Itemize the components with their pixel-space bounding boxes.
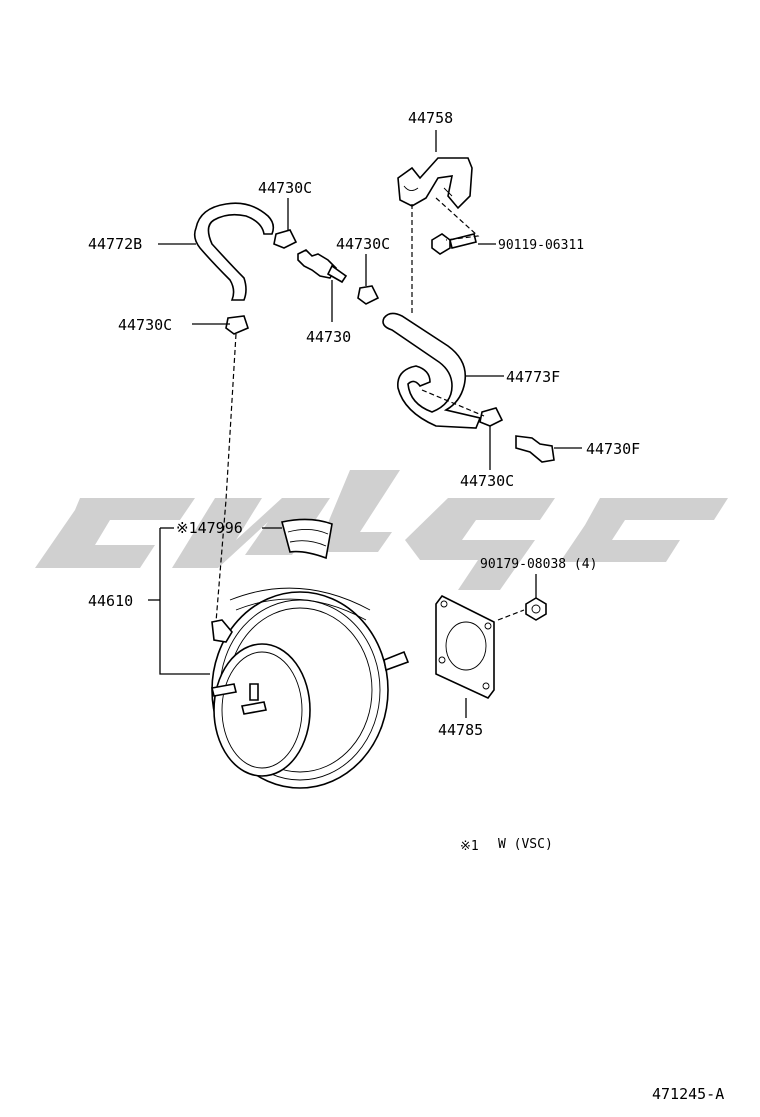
leader-lines (148, 130, 582, 718)
dashed-connectors (215, 197, 525, 623)
label-bolt: 90119-06311 (498, 238, 584, 253)
label-bracket: 44758 (408, 109, 453, 127)
label-clamp-right-lower: 44730C (460, 472, 514, 490)
watermark-logo (35, 470, 728, 590)
check-valve-44730-part (297, 249, 348, 284)
illustration-number: 471245-A (652, 1085, 724, 1103)
label-clamp-check-valve: 44730C (336, 235, 390, 253)
label-clamp-left-lower: 44730C (118, 316, 172, 334)
part-labels: 44758 90119-06311 44730C 44772B 44730C 4… (88, 109, 640, 739)
label-hose-right: 44773F (506, 368, 560, 386)
clamp-44730c-left-part (225, 315, 249, 335)
gasket-44785-part (435, 594, 495, 699)
label-nut: 90179-08038 (4) (480, 557, 597, 572)
nut-90179-08038-part (525, 597, 547, 621)
hose-44772b-part (193, 202, 275, 301)
hose-44773f-part (382, 312, 482, 429)
label-clamp-top: 44730C (258, 179, 312, 197)
union-44730f-part (515, 435, 555, 463)
footnote-text: W (VSC) (498, 837, 553, 852)
label-union-fitting: 44730F (586, 440, 640, 458)
label-booster: 44610 (88, 592, 133, 610)
label-hose-left: 44772B (88, 235, 142, 253)
label-gasket: 44785 (438, 721, 483, 739)
seal-147996-part (281, 518, 333, 560)
label-check-valve: 44730 (306, 328, 351, 346)
clamp-44730c-middle-part (357, 285, 380, 305)
brake-booster-44610-part (211, 587, 410, 789)
clamp-44730c-right-part (479, 407, 504, 427)
footnote: ※1 W (VSC) (460, 837, 553, 854)
clamp-44730c-top-part (273, 229, 298, 249)
bracket-44758-part (397, 157, 473, 210)
footnote-mark: ※1 (460, 839, 479, 854)
label-seal-note: ※147996 (176, 519, 243, 537)
